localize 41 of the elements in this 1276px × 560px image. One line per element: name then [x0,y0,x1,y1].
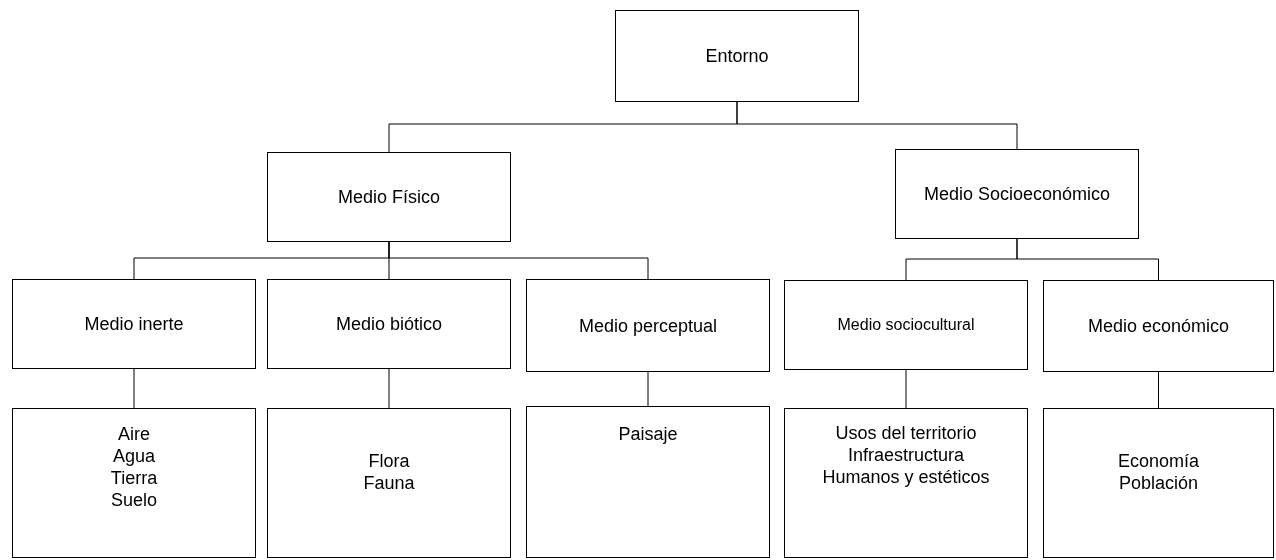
box-label: Aire [118,423,150,445]
process-box [267,408,511,558]
box-label: Infraestructura [847,444,965,466]
process-box [784,408,1028,558]
box-label: Medio inerte [84,313,184,335]
box-label: Fauna [363,472,415,494]
process-box [1043,408,1274,558]
connector-line [905,369,907,409]
connector-line [133,368,135,409]
box-label: Usos del territorio [835,422,977,444]
box-label: Medio Socioeconómico [923,183,1111,205]
process-box [12,279,256,369]
box-label: Flora [368,450,410,472]
connector-line [736,101,1018,150]
process-box [267,279,511,369]
process-box [784,280,1028,370]
box-label: Agua [112,445,155,467]
connector-line [647,371,649,407]
box-label: Medio Físico [337,186,440,208]
process-box [895,149,1139,239]
box-label: Medio sociocultural [837,315,975,335]
connector-line [1016,238,1159,281]
box-label: Población [1118,472,1199,494]
box-label: Economía [1117,450,1199,472]
box-label: Medio perceptual [578,314,718,337]
box-label: Paisaje [618,423,678,445]
box-label: Suelo [110,489,157,511]
process-box [615,10,859,102]
box-label: Humanos y estéticos [822,466,990,488]
box-label: Medio biótico [335,313,443,335]
box-label: Tierra [110,467,158,489]
process-box [526,279,770,372]
connector-line [388,368,390,409]
process-box [526,406,770,558]
connector-line [388,241,649,280]
process-box [1043,280,1274,372]
process-box [267,152,511,242]
box-label: Entorno [705,45,769,67]
connector-line [1158,371,1159,409]
process-box [12,408,256,558]
box-label: Medio económico [1087,315,1230,337]
